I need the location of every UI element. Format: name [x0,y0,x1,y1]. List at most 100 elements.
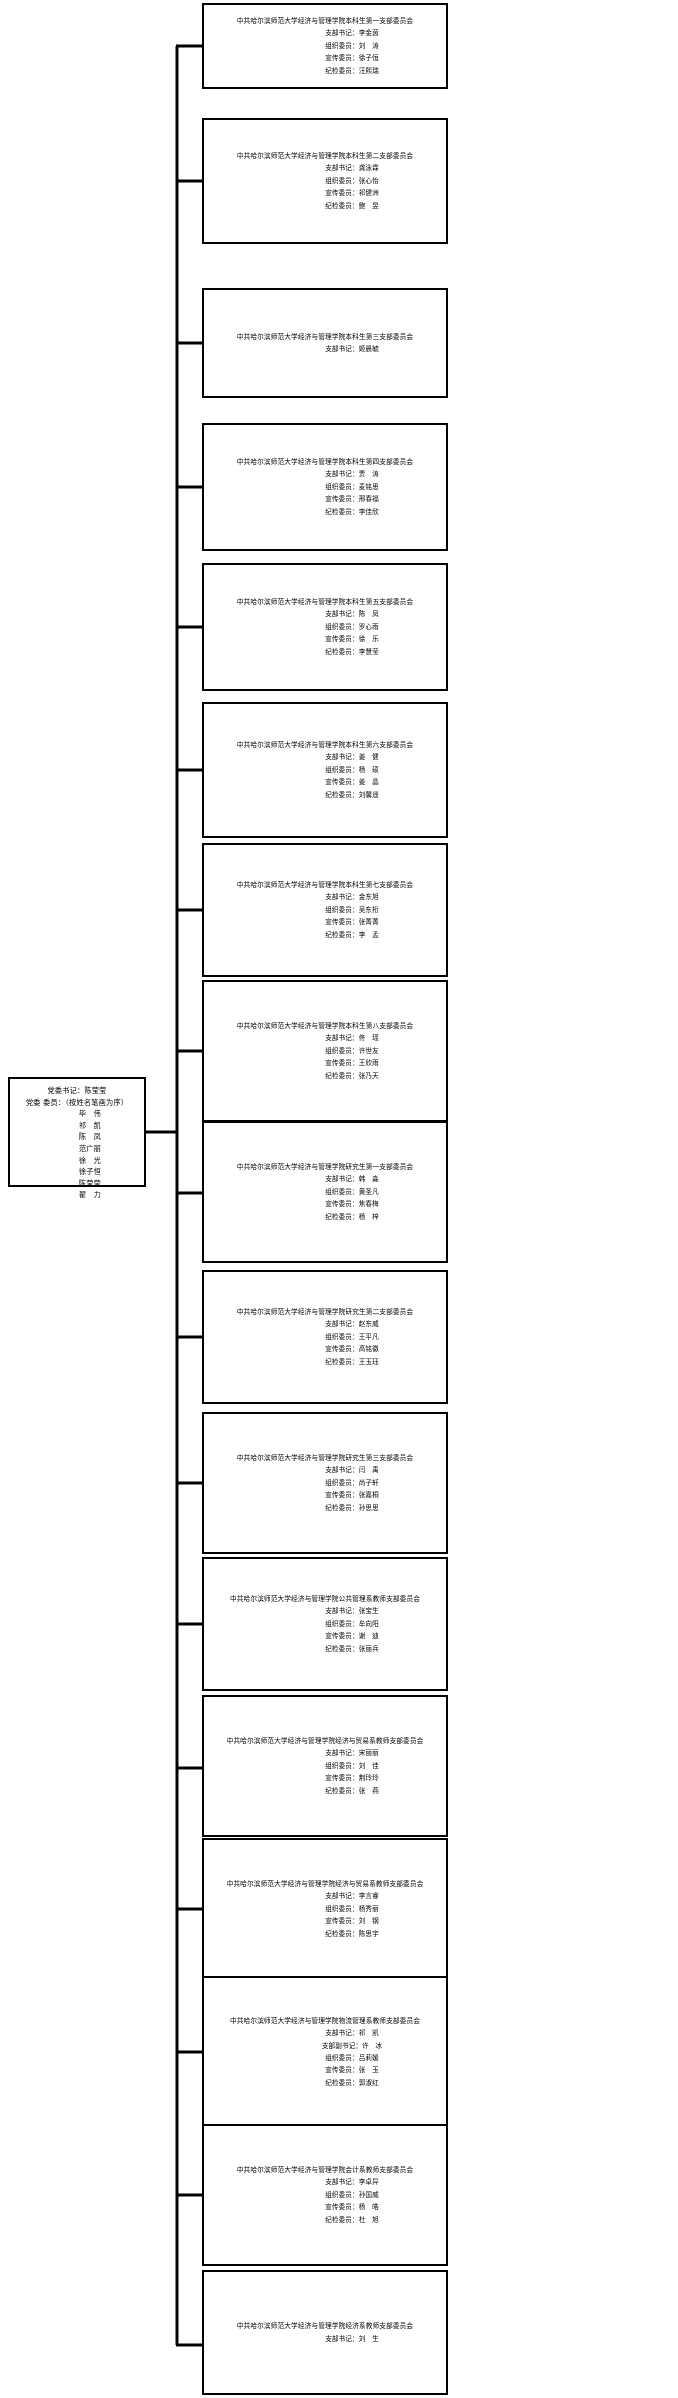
member-name: 张心怡 [358,176,379,185]
branch-member-row: 宣传委员：徐子恒 [210,52,440,64]
branch-box-faculty-economics: 中共哈尔滨师范大学经济与管理学院经济系教师支部委员会支部书记：刘 生 [202,2270,448,2395]
branch-title: 中共哈尔滨师范大学经济与管理学院本科生第六支部委员会 [236,740,414,749]
branch-box-faculty-econ-trade-1: 中共哈尔滨师范大学经济与管理学院经济与贸易系教师支部委员会支部书记：宋丽丽组织委… [202,1695,448,1837]
branch-member-row: 组织委员：麦铭思 [210,481,440,493]
member-name: 金东旭 [358,893,379,902]
branch-box-undergrad-5: 中共哈尔滨师范大学经济与管理学院本科生第五支部委员会支部书记：陈 凤组织委员：罗… [202,563,448,691]
member-name: 张 燕 [358,1786,379,1795]
branch-member-row: 支部书记：赵东威 [210,1318,440,1330]
member-name: 刘 佳 [358,1761,379,1770]
root-line-6: 徐 光 [78,1155,102,1165]
branch-member-row: 纪检委员：郭淑红 [210,2077,440,2089]
member-role: 纪检委员： [325,2215,359,2224]
member-role: 组织委员： [325,1046,359,1055]
member-name: 李卓异 [358,2178,379,2187]
member-role: 宣传委员： [325,189,359,198]
member-name: 高铭徽 [358,1345,379,1354]
member-name: 李慧莹 [358,647,379,656]
branch-member-row: 支部副书记：许 冰 [210,2040,440,2052]
member-role: 组织委员： [325,482,359,491]
branch-member-row: 组织委员：杨秀丽 [210,1903,440,1915]
branch-member-row: 宣传委员：姜 晶 [210,776,440,788]
branch-member-row: 宣传委员：王欣雨 [210,1057,440,1069]
root-line-8: 陈莹莹 [78,1178,102,1188]
branch-title: 中共哈尔滨师范大学经济与管理学院公共管理系教师支部委员会 [229,1594,421,1603]
member-role: 支部书记： [325,1175,359,1184]
member-role: 组织委员： [325,41,359,50]
branch-member-row: 支部书记：闫 禹 [210,1464,440,1476]
member-name: 闫 禹 [358,1466,379,1475]
member-role: 纪检委员： [325,647,359,656]
member-role: 宣传委员： [325,1632,359,1641]
member-name: 张丽兵 [358,1644,379,1653]
member-role: 纪检委员： [325,1503,359,1512]
member-role: 纪检委员： [325,930,359,939]
root-line-7: 徐子恒 [78,1167,102,1177]
member-name: 陈 凤 [358,610,379,619]
member-name: 尚子轩 [358,1478,379,1487]
member-name: 牟向阳 [358,1619,379,1628]
branch-title: 中共哈尔滨师范大学经济与管理学院研究生第一支部委员会 [236,1162,414,1171]
branch-member-row: 纪检委员：张 燕 [210,1785,440,1797]
member-name: 徐 乐 [358,635,379,644]
member-role: 纪检委员： [325,790,359,799]
branch-member-row: 组织委员：牟向阳 [210,1618,440,1630]
branch-member-row: 宣传委员：祁健洲 [210,187,440,199]
member-name: 黄圣凡 [358,1187,379,1196]
member-role: 宣传委员： [325,778,359,787]
member-role: 宣传委员： [325,54,359,63]
member-name: 刘馨遥 [358,790,379,799]
branch-member-row: 组织委员：刘 涛 [210,40,440,52]
member-role: 纪检委员： [325,507,359,516]
member-name: 罗心雨 [358,622,379,631]
member-role: 纪检委员： [325,1644,359,1653]
member-role: 组织委员： [325,1187,359,1196]
member-name: 鲍 昱 [358,201,379,210]
member-role: 宣传委员： [325,918,359,927]
member-name: 杜 旭 [358,2215,379,2224]
branch-member-row: 组织委员：杨 硕 [210,764,440,776]
member-name: 杨秀丽 [358,1904,379,1913]
branch-member-row: 纪检委员：杜 旭 [210,2214,440,2226]
member-role: 支部书记： [325,345,359,353]
branch-member-row: 支部书记：贾 涛 [210,468,440,480]
branch-member-row: 支部书记：金东旭 [210,891,440,903]
member-name: 韩 淼 [358,1175,379,1184]
branch-member-row: 组织委员：吕莉媛 [210,2052,440,2064]
branch-member-row: 纪检委员：张丽兵 [210,1643,440,1655]
member-role: 组织委员： [325,622,359,631]
branch-member-row: 纪检委员：李慧莹 [210,646,440,658]
branch-member-row: 支部书记：李卓异 [210,2176,440,2188]
branch-box-grad-1: 中共哈尔滨师范大学经济与管理学院研究生第一支部委员会支部书记：韩 淼组织委员：黄… [202,1121,448,1263]
branch-member-row: 纪检委员：孙思思 [210,1502,440,1514]
member-role: 支部副书记： [321,2041,363,2050]
member-role: 支部书记： [325,2178,359,2187]
branch-member-row: 宣传委员：张嘉桐 [210,1489,440,1501]
member-role: 纪检委员： [325,1212,359,1221]
member-name: 王欣雨 [358,1059,379,1068]
member-role: 支部书记： [325,753,359,762]
member-name: 许世友 [358,1046,379,1055]
root-line-5: 范广丽 [78,1143,102,1153]
root-line-4: 陈 凤 [78,1132,102,1142]
member-name: 邢春福 [358,495,379,504]
member-role: 纪检委员： [325,201,359,210]
branch-member-row: 组织委员：尚子轩 [210,1477,440,1489]
member-name: 李 孟 [358,930,379,939]
member-role: 支部书记： [325,1466,359,1475]
branch-title: 中共哈尔滨师范大学经济与管理学院经济与贸易系教师支部委员会 [226,1879,424,1888]
branch-member-row: 组织委员：张心怡 [210,175,440,187]
member-name: 麦铭思 [358,482,379,491]
member-name: 孙国威 [358,2190,379,2199]
branch-member-row: 支部书记：陈 凤 [210,608,440,620]
branch-box-undergrad-4: 中共哈尔滨师范大学经济与管理学院本科生第四支部委员会支部书记：贾 涛组织委员：麦… [202,423,448,551]
member-name: 佟 瑶 [358,1034,379,1043]
member-role: 宣传委员： [325,495,359,504]
member-name: 荆玲玲 [358,1774,379,1783]
branch-title: 中共哈尔滨师范大学经济与管理学院本科生第七支部委员会 [236,880,414,889]
member-role: 组织委员： [325,176,359,185]
branch-member-row: 纪检委员：陈思宇 [210,1928,440,1940]
branch-member-row: 纪检委员：王玉珏 [210,1356,440,1368]
member-role: 纪检委员： [325,66,359,75]
